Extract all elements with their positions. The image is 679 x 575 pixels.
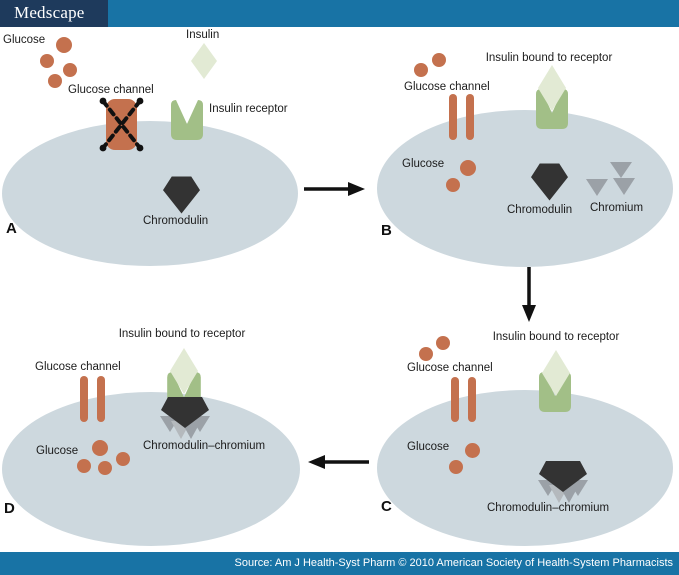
panel-letter: D [4,500,15,517]
blocked-x-icon [99,97,144,152]
glucose-channel-bar [449,94,457,140]
chromodulin-chromium-label: Chromodulin–chromium [143,440,266,452]
glucose-molecule [419,347,433,361]
glucose-molecule [460,160,476,176]
insulin-receptor-label: Insulin receptor [209,103,288,115]
glucose-molecule [98,461,112,475]
arrow-right-icon [304,182,365,196]
insulin-label: Insulin [186,29,220,41]
medscape-logo-block[interactable]: Medscape [0,0,108,27]
arrow-down-icon [522,267,536,322]
glucose-molecule [449,460,463,474]
chromodulin-chromium-icon [160,397,210,439]
cell-ellipse [2,121,298,266]
glucose-channel-label: Glucose channel [68,84,154,96]
glucose-channel-label: Glucose channel [35,361,121,373]
glucose-channel-bar [466,94,474,140]
panel-letter: A [6,220,17,237]
cell-ellipse [377,390,673,546]
glucose-channel-bar [80,376,88,422]
bottom-bar: Source: Am J Health-Syst Pharm © 2010 Am… [0,552,679,575]
chromodulin-chromium-icon [538,461,588,503]
glucose-molecule [116,452,130,466]
insulin-diamond-icon [538,65,566,111]
chromodulin-label: Chromodulin [507,204,573,216]
source-text: Source: Am J Health-Syst Pharm © 2010 Am… [234,557,674,569]
glucose-channel-label: Glucose channel [404,81,490,93]
insulin-diamond-icon [170,348,198,394]
insulin-bound-label: Insulin bound to receptor [118,328,246,340]
cell-ellipse [2,392,300,546]
chromium-icon [586,162,635,196]
glucose-molecule [63,63,77,77]
glucose-channel-bar [97,376,105,422]
glucose-label: Glucose [402,158,445,170]
glucose-channel-bar [468,377,476,422]
glucose-channel-bar [451,377,459,422]
panel-letter: B [381,222,392,239]
arrow-left-icon [308,455,369,469]
chromodulin-icon [531,163,568,201]
glucose-label: Glucose [3,34,46,46]
top-bar: Medscape [0,0,679,27]
glucose-molecule [48,74,62,88]
glucose-molecule [56,37,72,53]
glucose-molecule [40,54,54,68]
glucose-molecule [92,440,108,456]
glucose-molecule [436,336,450,350]
glucose-molecule [465,443,480,458]
insulin-diamond-icon [191,43,217,79]
insulin-diamond-icon [542,350,570,396]
glucose-molecule [432,53,446,67]
glucose-molecule [446,178,460,192]
insulin-bound-label: Insulin bound to receptor [485,52,613,64]
glucose-label: Glucose [36,445,79,457]
insulin-receptor-icon [171,100,203,140]
glucose-label: Glucose [407,441,450,453]
glucose-molecule [77,459,91,473]
chromodulin-chromium-label: Chromodulin–chromium [487,502,610,514]
medscape-logo[interactable]: Medscape [14,3,85,22]
panel-letter: C [381,498,392,515]
glucose-molecule [414,63,428,77]
insulin-bound-label: Insulin bound to receptor [492,331,620,343]
chromodulin-icon [163,176,200,214]
glucose-channel-label: Glucose channel [407,362,493,374]
insulin-receptor-icon [536,89,568,129]
chromium-label: Chromium [590,202,644,214]
chromodulin-label: Chromodulin [143,215,209,227]
